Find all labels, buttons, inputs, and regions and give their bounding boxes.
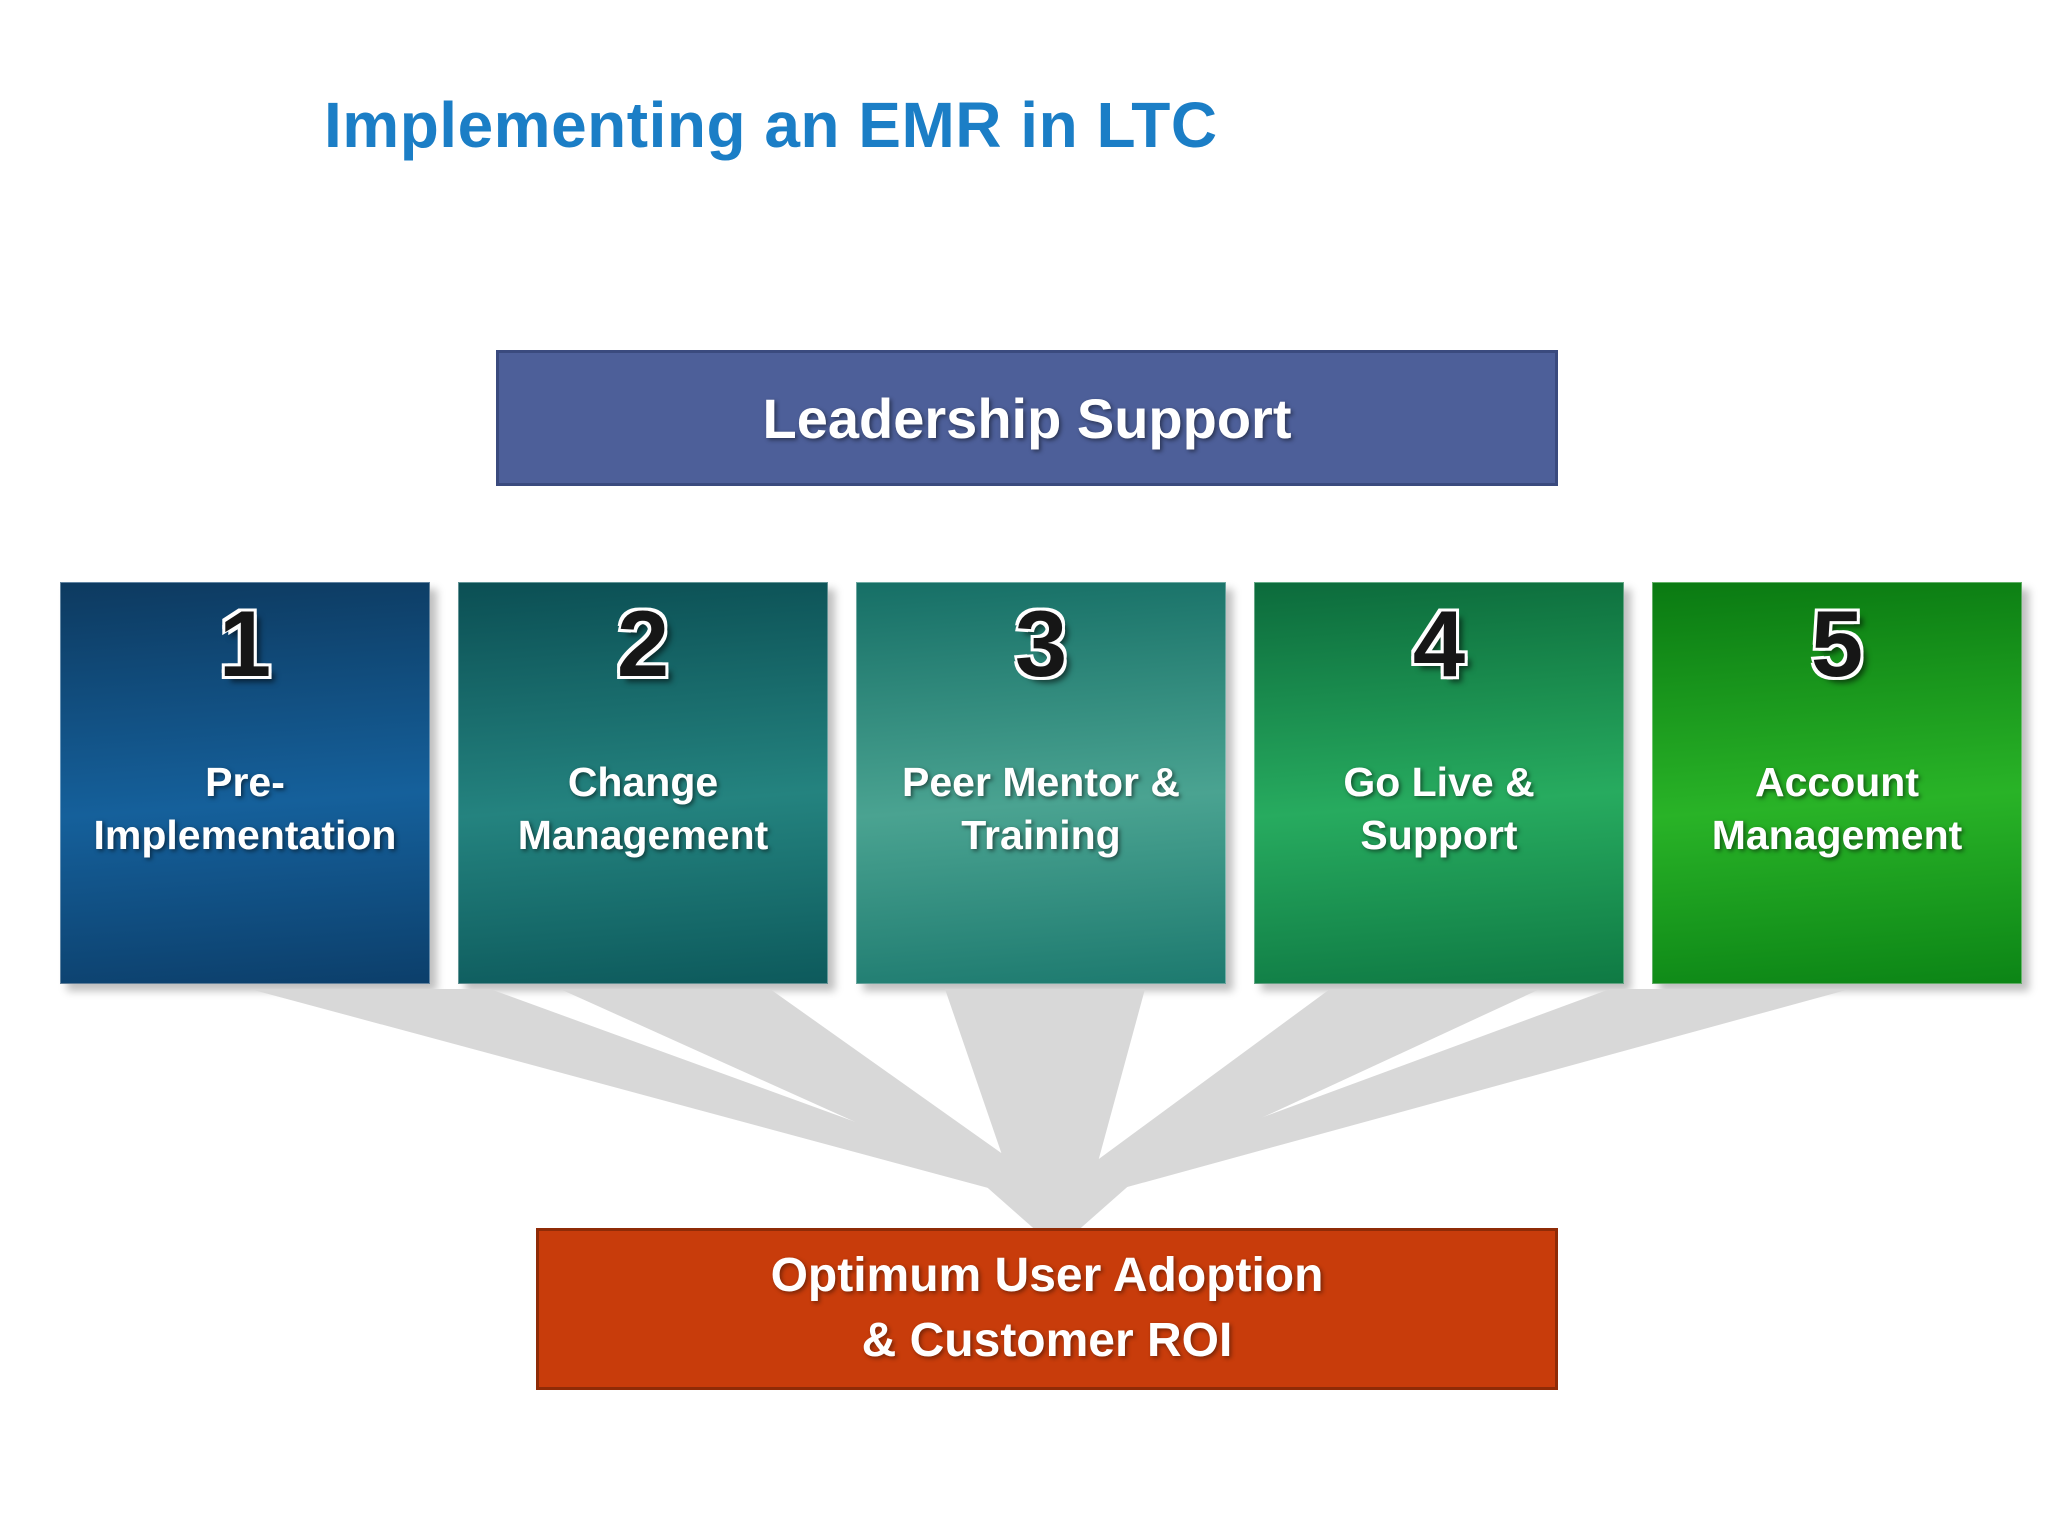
step-number-3: 3 xyxy=(1014,591,1068,696)
step-box-3: 3 Peer Mentor & Training xyxy=(856,582,1226,984)
leadership-support-banner: Leadership Support xyxy=(496,350,1558,486)
outcome-line-2: & Customer ROI xyxy=(861,1314,1233,1367)
step-label-4-line-2: Support xyxy=(1360,812,1518,858)
step-label-2: Change Management xyxy=(518,691,769,983)
step-number-4: 4 xyxy=(1412,591,1466,696)
page-title: Implementing an EMR in LTC xyxy=(324,89,1218,161)
step-label-4-line-1: Go Live & xyxy=(1343,758,1535,805)
step-label-2-line-1: Change xyxy=(567,758,719,805)
step-label-3-line-1: Peer Mentor & xyxy=(902,758,1180,805)
step-label-3: Peer Mentor & Training xyxy=(902,691,1180,983)
step-label-5: Account Management xyxy=(1712,691,1963,983)
step-label-1-line-2: Implementation xyxy=(93,812,397,858)
step-label-1: Pre- Implementation xyxy=(94,691,397,983)
step-number-5: 5 xyxy=(1810,591,1864,696)
step-box-5: 5 Account Management xyxy=(1652,582,2022,984)
outcome-line-1: Optimum User Adoption xyxy=(770,1249,1324,1303)
outcome-box: Optimum User Adoption & Customer ROI xyxy=(536,1228,1558,1390)
leadership-support-label: Leadership Support xyxy=(762,386,1292,450)
step-box-1: 1 Pre- Implementation xyxy=(60,582,430,984)
step-box-2: 2 Change Management xyxy=(458,582,828,984)
step-label-4: Go Live & Support xyxy=(1343,691,1534,983)
step-label-3-line-2: Training xyxy=(961,812,1121,858)
step-box-4: 4 Go Live & Support xyxy=(1254,582,1624,984)
step-number-2: 2 xyxy=(616,591,670,696)
step-label-5-line-2: Management xyxy=(1711,812,1963,858)
step-number-1: 1 xyxy=(218,591,272,696)
step-label-2-line-2: Management xyxy=(517,812,769,858)
steps-row: 1 Pre- Implementation 2 Change Managemen… xyxy=(60,582,2022,984)
step-label-5-line-1: Account xyxy=(1754,758,1919,805)
step-label-1-line-1: Pre- xyxy=(205,758,285,805)
converging-arrows-icon xyxy=(250,989,1850,1249)
